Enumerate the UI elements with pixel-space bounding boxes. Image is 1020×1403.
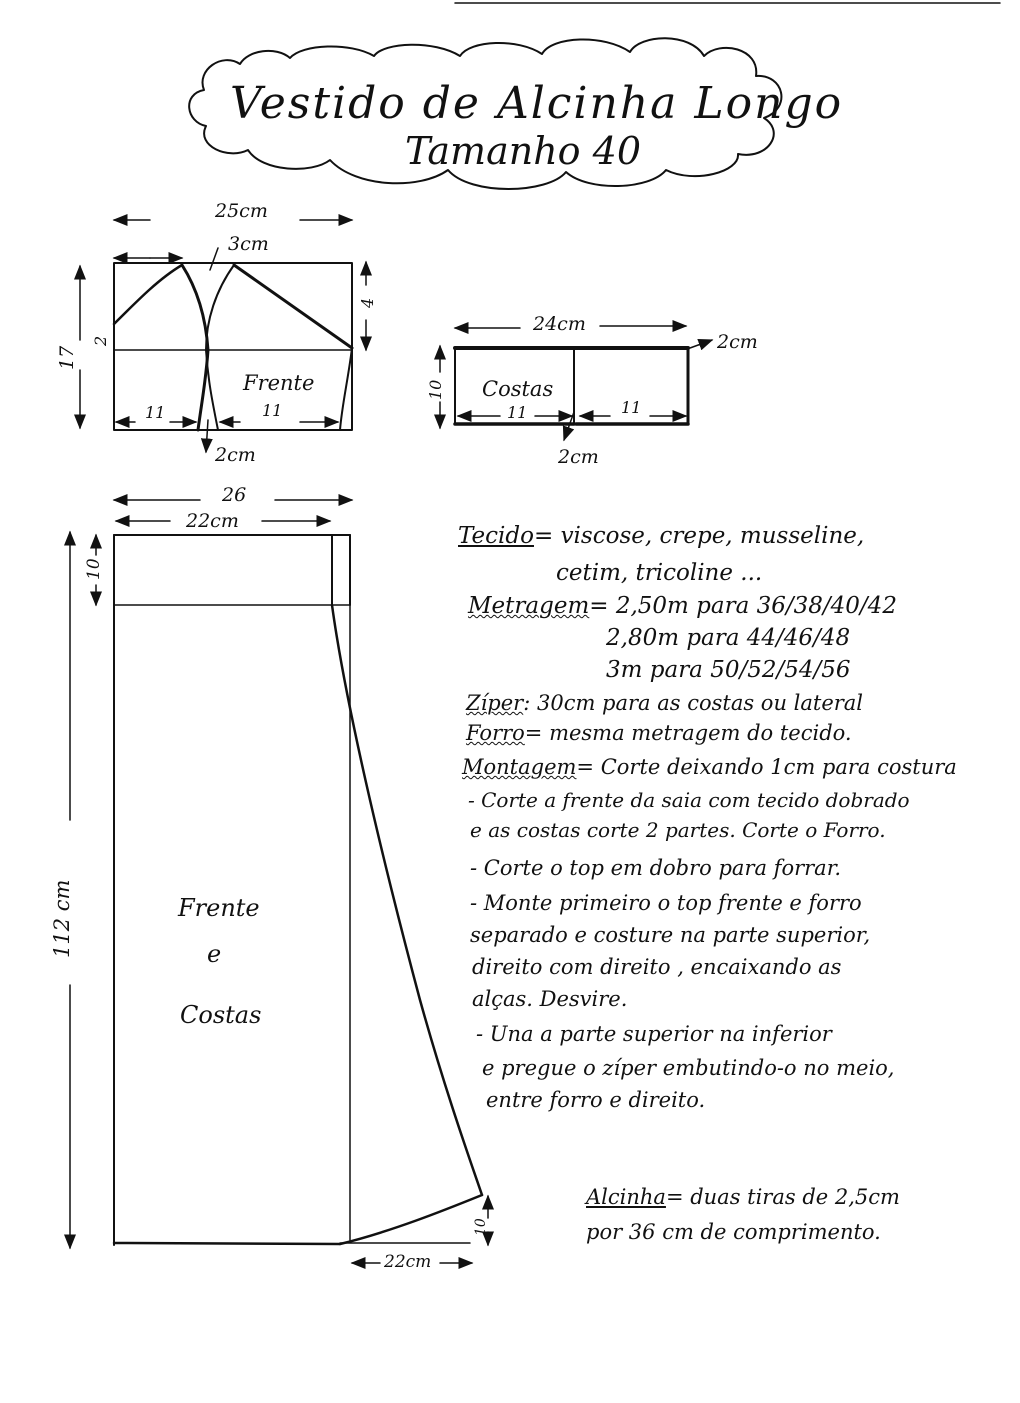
forro-value: = mesma metragem do tecido. [524,721,852,745]
front-top-seam-label: 2cm [215,444,256,466]
back-top-right-half-label: 11 [621,398,642,417]
front-top-strap-label: 3cm [228,233,269,255]
skirt-piece-label-3: Costas [180,1001,262,1029]
montagem-value-1: = Corte deixando 1cm para costura [576,755,957,779]
tecido-line-2: cetim, tricoline ... [556,560,763,586]
back-top-left-half-label: 11 [507,403,528,422]
skirt-band-label: 10 [84,558,104,580]
montagem-line-7: direito com direito , encaixando as [472,955,842,979]
montagem-line-8: alças. Desvire. [472,987,628,1011]
skirt-inner-width-label: 22cm [186,510,239,532]
back-top-height-label: 10 [426,379,445,400]
ziper-key: Zíper [466,691,524,715]
metragem-row: Metragem= 2,50m para 36/38/40/42 [468,595,897,618]
front-top-right-half-label: 11 [262,401,283,420]
front-top-height-label: 17 [56,345,78,370]
montagem-line-9: - Una a parte superior na inferior [476,1022,832,1046]
back-top-seam-label: 2cm [558,446,599,468]
skirt-piece-label-2: e [207,940,222,968]
montagem-line-2: - Corte a frente da saia com tecido dobr… [468,788,910,812]
front-top-right-small-label: 4 [358,297,377,308]
montagem-line-3: e as costas corte 2 partes. Corte o Forr… [470,818,886,842]
metragem-value-1: = 2,50m para 36/38/40/42 [589,593,897,619]
skirt-length-label: 112 cm [50,879,74,958]
back-top-piece-label: Costas [482,377,554,401]
alcinha-line-2: por 36 cm de comprimento. [586,1220,881,1244]
back-top-piece [453,346,690,426]
alcinha-key: Alcinha [586,1185,666,1209]
back-top-width-label: 24cm [533,313,586,335]
skirt-outer-width-label: 26 [222,484,247,506]
tecido-key: Tecido [458,523,534,549]
montagem-line-10: e pregue o zíper embutindo-o no meio, [482,1056,895,1080]
alcinha-row: Alcinha= duas tiras de 2,5cm [586,1187,900,1208]
skirt-hem-label: 10 [473,1218,489,1236]
metragem-key: Metragem [468,593,590,619]
ziper-value: : 30cm para as costas ou lateral [523,691,864,715]
alcinha-value-1: = duas tiras de 2,5cm [665,1185,900,1209]
skirt-piece [112,534,484,1246]
metragem-line-3: 3m para 50/52/54/56 [606,657,851,683]
back-top-corner-label: 2cm [717,331,758,353]
montagem-line-11: entre forro e direito. [486,1088,706,1112]
page-subtitle: Tamanho 40 [405,129,641,173]
front-top-left-small-label: 2 [91,335,110,346]
metragem-line-2: 2,80m para 44/46/48 [606,625,851,651]
montagem-line-5: - Monte primeiro o top frente e forro [470,891,862,915]
montagem-key: Montagem [462,755,577,779]
montagem-line-4: - Corte o top em dobro para forrar. [470,856,842,880]
tecido-row: Tecido= viscose, crepe, musseline, [458,525,864,548]
ziper-row: Zíper: 30cm para as costas ou lateral [466,693,863,714]
montagem-line-6: separado e costure na parte superior, [470,923,871,947]
tecido-value: = viscose, crepe, musseline, [533,523,865,549]
forro-row: Forro= mesma metragem do tecido. [466,723,852,744]
front-top-piece [112,262,354,432]
front-top-piece-label: Frente [243,371,315,395]
forro-key: Forro [466,721,525,745]
front-top-left-half-label: 11 [145,403,166,422]
title-cloud [188,37,783,190]
back-top-dimensions [434,320,714,442]
skirt-bottom-width-label: 22cm [384,1252,432,1272]
montagem-row: Montagem= Corte deixando 1cm para costur… [462,757,957,778]
front-top-dimensions [74,214,372,454]
page-title: Vestido de Alcinha Longo [230,78,844,129]
skirt-dimensions [64,494,494,1269]
skirt-piece-label-1: Frente [178,894,260,922]
front-top-width-label: 25cm [215,200,268,222]
